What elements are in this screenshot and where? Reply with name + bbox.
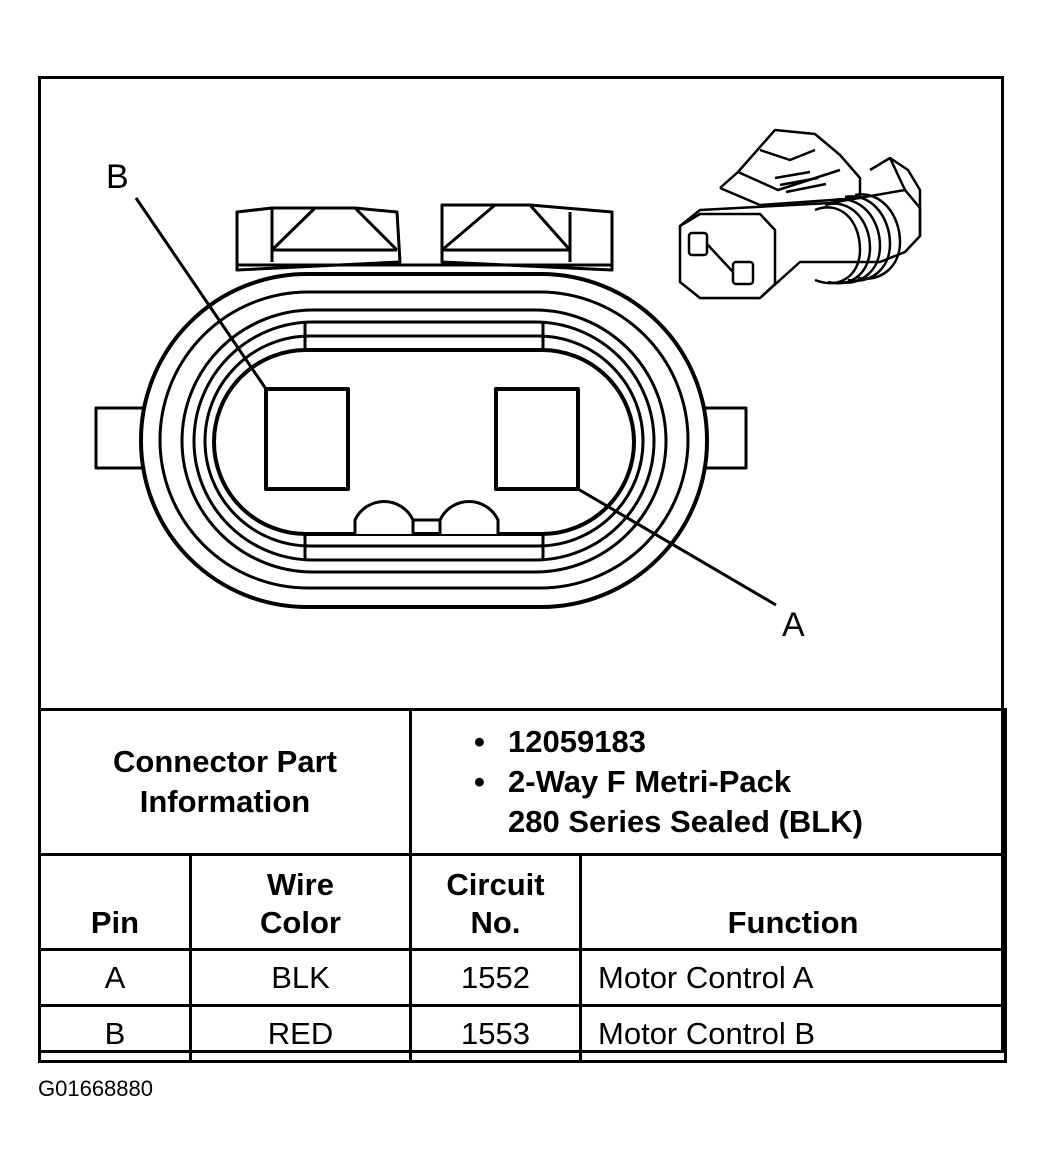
table-row: A BLK 1552 Motor Control A	[38, 948, 1008, 1007]
circuit-cell: 1552	[409, 948, 583, 1007]
function-cell: Motor Control B	[579, 1004, 1008, 1063]
connector-3d-illustration	[678, 128, 922, 300]
header-wire-color: Wire Color	[188, 853, 413, 951]
top-latch-left	[235, 206, 402, 272]
header-function: Function	[579, 853, 1008, 951]
connector-body	[139, 272, 709, 609]
connector-description: 2-Way F Metri-Pack 280 Series Sealed (BL…	[474, 762, 1004, 842]
pin-cell: B	[38, 1004, 192, 1063]
pin-a-label: A	[782, 606, 805, 644]
header-pin: Pin	[38, 853, 192, 951]
pin-b-label: B	[106, 158, 129, 196]
pin-cell: A	[38, 948, 192, 1007]
table-row: B RED 1553 Motor Control B	[38, 1004, 1008, 1063]
part-number: 12059183	[474, 722, 1004, 762]
connector-part-info-values: 12059183 2-Way F Metri-Pack 280 Series S…	[409, 708, 1008, 856]
connector-info-table: Connector Part Information 12059183 2-Wa…	[37, 708, 1008, 1063]
connector-face-diagram: B A	[94, 128, 922, 644]
pin-b-leader-line	[134, 197, 268, 390]
keying-bumps	[353, 500, 500, 534]
pin-a-cavity	[494, 387, 580, 491]
pin-b-cavity	[264, 387, 350, 491]
circuit-cell: 1553	[409, 1004, 583, 1063]
function-cell: Motor Control A	[579, 948, 1008, 1007]
header-circuit-no: Circuit No.	[409, 853, 583, 951]
connector-part-info-label: Connector Part Information	[37, 708, 413, 856]
connector-part-info-row: Connector Part Information 12059183 2-Wa…	[37, 708, 1008, 856]
figure-id: G01668880	[38, 1076, 153, 1101]
wire-color-cell: RED	[188, 1004, 413, 1063]
table-header-row: Pin Wire Color Circuit No. Function	[38, 853, 1008, 951]
top-latch-right	[440, 203, 614, 272]
wire-color-cell: BLK	[188, 948, 413, 1007]
pin-a-leader-line	[577, 487, 777, 607]
